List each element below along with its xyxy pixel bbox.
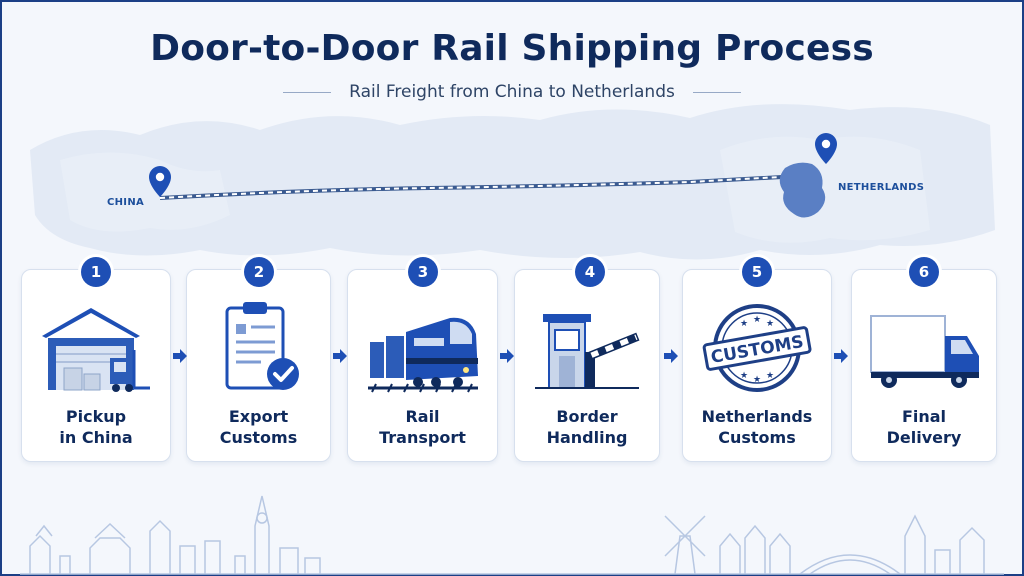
stamp-star-bottom-right: ★ (766, 371, 774, 381)
step-3-label-line1: Rail (405, 407, 440, 426)
warehouse-forklift-icon (22, 300, 170, 395)
netherlands-map-shape (779, 162, 826, 218)
arrow-right-icon (173, 349, 187, 363)
step-4-label-line2: Handling (546, 428, 628, 447)
stamp-star-top-left: ★ (740, 319, 748, 329)
border-checkpoint-icon (515, 300, 659, 395)
arrow-right-icon (500, 349, 514, 363)
page-title: Door-to-Door Rail Shipping Process (150, 28, 874, 69)
train-icon (348, 300, 497, 395)
step-6-label-line2: Delivery (886, 428, 962, 447)
step-badge-3: 3 (408, 257, 438, 287)
step-badge-5: 5 (742, 257, 772, 287)
step-3-label: Rail Transport (348, 406, 497, 448)
step-2-label: Export Customs (187, 406, 330, 448)
customs-stamp-icon: ★ ★ ★ ★ ★ ★ CUSTOMS (683, 300, 831, 395)
stamp-star-top: ★ (753, 315, 761, 325)
step-1-label-line2: in China (59, 428, 133, 447)
step-badge-6: 6 (909, 257, 939, 287)
subtitle-divider-right (692, 91, 741, 93)
step-card-2: Export Customs (186, 269, 331, 462)
step-5-label-line1: Netherlands (701, 407, 813, 426)
step-2-label-line2: Customs (219, 428, 298, 447)
step-badge-4: 4 (575, 257, 605, 287)
delivery-truck-icon (852, 300, 996, 395)
city-skyline-illustration (20, 495, 1004, 575)
netherlands-location-pin-icon (815, 133, 837, 164)
step-card-1: Pickup in China (21, 269, 171, 462)
arrow-right-icon (333, 349, 347, 363)
step-card-6: Final Delivery (851, 269, 997, 462)
stamp-star-bottom-left: ★ (740, 371, 748, 381)
step-4-label-line1: Border (556, 407, 618, 426)
step-card-4: Border Handling (514, 269, 660, 462)
stamp-star-bottom: ★ (753, 375, 761, 385)
step-5-label-line2: Customs (718, 428, 796, 447)
step-6-label-line1: Final (901, 407, 947, 426)
step-1-label-line1: Pickup (65, 407, 127, 426)
step-2-label-line1: Export (228, 407, 289, 426)
step-3-label-line2: Transport (379, 428, 466, 447)
stamp-star-top-right: ★ (766, 319, 774, 329)
subtitle-divider-left (283, 91, 332, 93)
clipboard-check-icon (187, 300, 330, 395)
map-label-origin: CHINA (107, 197, 145, 208)
page-subtitle: Rail Freight from China to Netherlands (349, 82, 675, 102)
subtitle-row: Rail Freight from China to Netherlands (0, 82, 1024, 102)
step-card-5: ★ ★ ★ ★ ★ ★ CUSTOMS Netherlands Customs (682, 269, 832, 462)
arrow-right-icon (664, 349, 678, 363)
step-1-label: Pickup in China (22, 406, 170, 448)
step-badge-2: 2 (244, 257, 274, 287)
arrow-right-icon (834, 349, 848, 363)
map-label-destination: NETHERLANDS (838, 182, 925, 193)
step-6-label: Final Delivery (852, 406, 996, 448)
step-4-label: Border Handling (515, 406, 659, 448)
step-card-3: Rail Transport (347, 269, 498, 462)
step-badge-1: 1 (81, 257, 111, 287)
step-5-label: Netherlands Customs (683, 406, 831, 448)
china-location-pin-icon (149, 166, 171, 197)
